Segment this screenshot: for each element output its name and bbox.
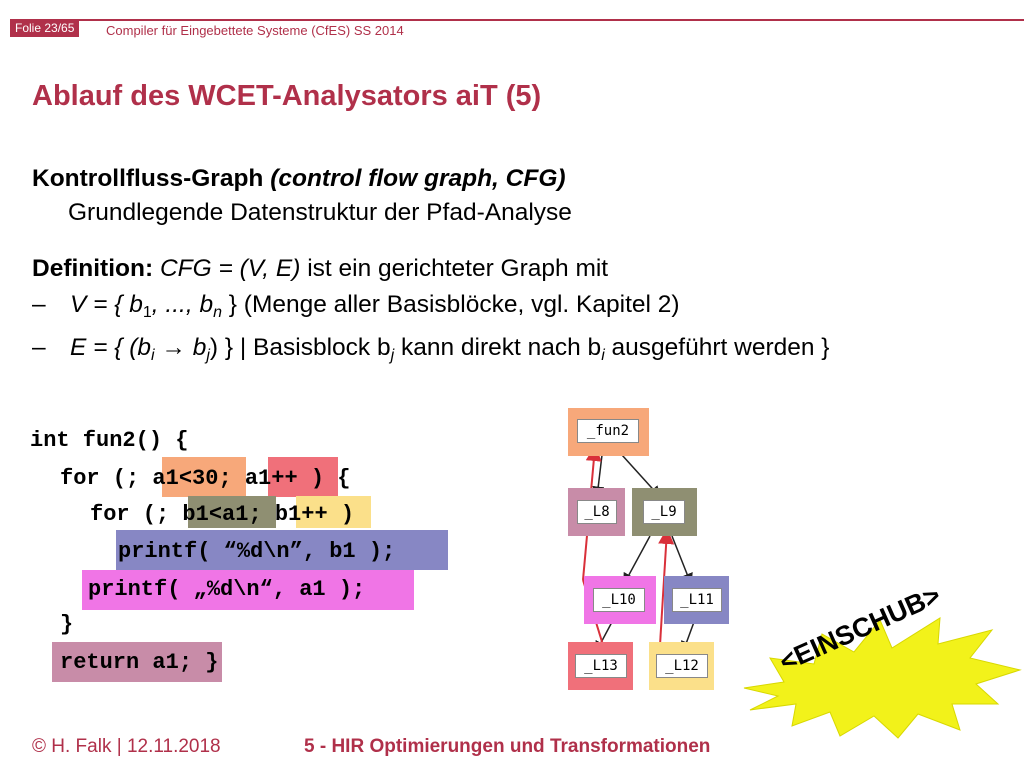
v-part-lhs: V = { b bbox=[70, 291, 143, 318]
e-arrow: → b bbox=[154, 334, 207, 361]
hl-a1-inc bbox=[268, 457, 338, 497]
cfg-node-L12: _L12 bbox=[649, 642, 714, 690]
cfg-node-L10: _L10 bbox=[584, 576, 656, 624]
hl-b1-inc bbox=[296, 496, 371, 528]
slide-number: Folie 23/65 bbox=[10, 19, 80, 37]
starburst-polygon bbox=[743, 617, 1022, 739]
cfg-heading-italic: (control flow graph, CFG) bbox=[270, 165, 566, 192]
bullet-dash-v: – bbox=[32, 291, 46, 318]
starburst-shape bbox=[743, 617, 1022, 739]
footer-author-date: © H. Falk | 12.11.2018 bbox=[32, 736, 221, 757]
code-sep: ; bbox=[218, 466, 232, 491]
e-sub-i: i bbox=[151, 347, 155, 364]
cfg-node-L12-label: _L12 bbox=[656, 654, 708, 678]
v-part-mid: , ..., b bbox=[151, 291, 214, 318]
e-sub-i2: i bbox=[601, 347, 605, 364]
code-a1-inc: a1++ bbox=[244, 466, 298, 491]
code-b1-inc: b1++ bbox=[274, 502, 328, 527]
code-paren-close: ) bbox=[327, 502, 355, 527]
hl-outer-printf bbox=[82, 570, 414, 610]
code-b1-cond: b1<a1 bbox=[182, 502, 249, 527]
code-line-3: for (; b1<a1; b1++ ) bbox=[90, 502, 354, 527]
code-line-7: return a1; } bbox=[60, 650, 218, 675]
bullet-dash-e: – bbox=[32, 334, 46, 361]
v-sub-n: n bbox=[213, 304, 222, 321]
v-sub-1: 1 bbox=[142, 304, 152, 321]
footer-chapter: 5 - HIR Optimierungen und Transformation… bbox=[304, 736, 711, 757]
edge-set-line: E = { (bi → bj) } | Basisblock bj kann d… bbox=[70, 334, 830, 364]
cfg-node-L10-label: _L10 bbox=[593, 588, 645, 612]
cfg-heading: Kontrollfluss-Graph (control flow graph,… bbox=[32, 165, 566, 193]
hl-return bbox=[52, 642, 222, 682]
code-a1-cond: a1<30 bbox=[152, 466, 219, 491]
cfg-subtitle: Grundlegende Datenstruktur der Pfad-Anal… bbox=[68, 199, 572, 226]
cfg-node-L11: _L11 bbox=[664, 576, 729, 624]
hl-b1-cond bbox=[188, 496, 276, 528]
definition-formula: CFG = (V, E) bbox=[159, 255, 301, 282]
e-sub-j2: j bbox=[390, 347, 395, 364]
code-for-inner: for (; bbox=[90, 502, 183, 527]
edge-back-L12-L9 bbox=[658, 528, 675, 646]
header-rule bbox=[10, 19, 1024, 21]
hl-inner-printf bbox=[116, 530, 448, 570]
cfg-node-fun2-label: _fun2 bbox=[577, 419, 639, 443]
cfg-node-L9-label: _L9 bbox=[643, 500, 685, 524]
course-title: Compiler für Eingebettete Systeme (CfES)… bbox=[106, 23, 404, 38]
code-line-6: } bbox=[60, 612, 74, 637]
code-brace-close: } bbox=[192, 650, 219, 675]
e-sub-j: j bbox=[206, 347, 210, 364]
code-line-2: for (; a1<30; a1++ ) { bbox=[60, 466, 350, 491]
code-line-1: int fun2() { bbox=[30, 428, 189, 453]
cfg-node-L9: _L9 bbox=[632, 488, 697, 536]
cfg-node-L13: _L13 bbox=[568, 642, 633, 690]
code-for-outer: for (; bbox=[60, 466, 153, 491]
e-part-c: kann direkt nach b bbox=[394, 334, 602, 361]
definition-line: Definition: CFG = (V, E) ist ein gericht… bbox=[32, 255, 608, 283]
code-line-5: printf( „%d\n“, a1 ); bbox=[88, 577, 366, 602]
code-sep-2: ; bbox=[248, 502, 262, 527]
cfg-node-L8: _L8 bbox=[568, 488, 625, 536]
cfg-node-L13-label: _L13 bbox=[575, 654, 627, 678]
cfg-heading-bold: Kontrollfluss-Graph bbox=[32, 165, 264, 192]
v-part-rest: } (Menge aller Basisblöcke, vgl. Kapitel… bbox=[221, 291, 680, 318]
cfg-node-L11-label: _L11 bbox=[672, 588, 722, 612]
hl-a1-cond bbox=[162, 457, 246, 497]
cfg-node-fun2: _fun2 bbox=[568, 408, 649, 456]
e-part-d: ausgeführt werden } bbox=[604, 334, 830, 361]
definition-label: Definition: bbox=[32, 255, 154, 282]
e-part-a: E = { (b bbox=[70, 334, 152, 361]
vertex-set-line: V = { b1, ..., bn } (Menge aller Basisbl… bbox=[70, 291, 680, 321]
slide-title: Ablauf des WCET-Analysators aiT (5) bbox=[32, 80, 542, 112]
cfg-node-L8-label: _L8 bbox=[577, 500, 617, 524]
definition-text: ist ein gerichteter Graph mit bbox=[307, 255, 609, 282]
code-brace-open: ) { bbox=[297, 466, 351, 491]
e-part-b: ) } | Basisblock b bbox=[209, 334, 391, 361]
code-return: return a1; bbox=[60, 650, 193, 675]
code-line-4: printf( “%d\n”, b1 ); bbox=[118, 539, 396, 564]
